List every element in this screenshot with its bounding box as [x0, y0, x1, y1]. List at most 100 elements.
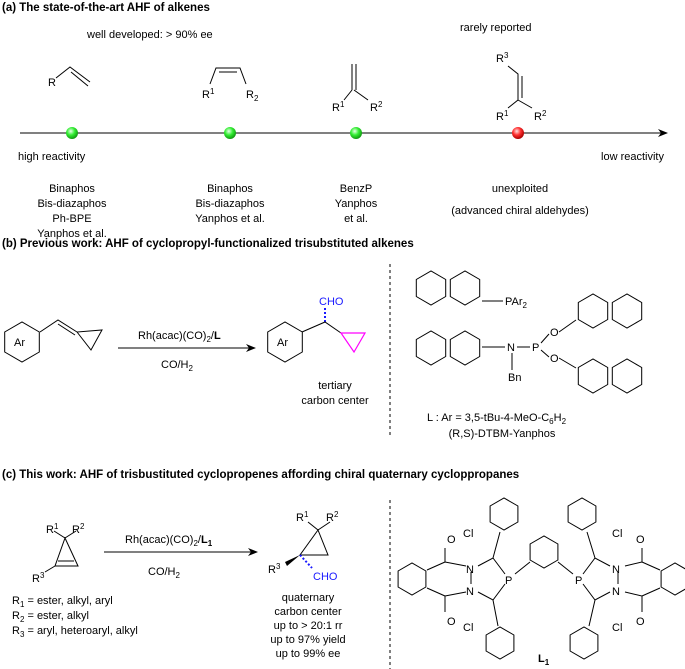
r2-label: R2 [534, 109, 547, 123]
panel-b-title: (b) Previous work: AHF of cyclopropyl-fu… [2, 238, 414, 250]
svg-text:P: P [505, 575, 512, 587]
panel-a-title: (a) The state-of-the-art AHF of alkenes [2, 2, 210, 14]
monosubstituted-alkene: R [48, 66, 91, 89]
substituent-definitions: R1 = ester, alkyl, aryl R2 = ester, alky… [12, 595, 138, 639]
ligand-list-3: BenzP Yanphos et al. [335, 183, 378, 225]
r1-label: R1 [202, 87, 215, 101]
svg-text:quaternary: quaternary [282, 592, 335, 604]
svg-text:O: O [447, 534, 456, 546]
naphthalene-ring [415, 330, 447, 366]
svg-text:N: N [466, 564, 474, 576]
ligand-definition: L : Ar = 3,5-tBu-4-MeO-C6H2 [427, 412, 567, 426]
cyclopropyl-highlight [339, 332, 367, 354]
naphthalene-ring [611, 293, 643, 329]
status-dot-green [66, 127, 78, 139]
svg-text:N: N [466, 586, 474, 598]
svg-text:R3: R3 [32, 571, 45, 585]
r3-label: R3 [496, 51, 509, 65]
product-note: carbon center [301, 395, 369, 407]
chlorophenyl-ring [485, 626, 515, 660]
ligand-name: (R,S)-DTBM-Yanphos [449, 428, 556, 440]
ligand-name: Yanphos et al. [37, 228, 107, 240]
cyclohexane-ring [660, 562, 685, 596]
arene-ring [4, 321, 40, 363]
substituent-def: R3 = aryl, heteroaryl, alkyl [12, 625, 138, 639]
ligand-name: Yanphos et al. [195, 213, 265, 225]
naphthalene-ring [449, 270, 481, 306]
chlorophenyl-ring [489, 497, 519, 531]
low-reactivity-label: low reactivity [601, 151, 664, 163]
substituent-def: R1 = ester, alkyl, aryl [12, 595, 113, 609]
product-notes: quaternary carbon center up to > 20:1 rr… [270, 592, 345, 660]
naphthalene-ring [611, 358, 643, 394]
r1-label: R1 [332, 100, 345, 114]
cyclopropane-product: R1 R2 R3 CHO [268, 510, 339, 583]
cyclohexane-ring [397, 562, 427, 596]
l1-ligand-structure: O O N N P Cl Cl O O N N P Cl Cl [397, 497, 685, 660]
svg-text:R3: R3 [268, 562, 281, 576]
cyclopropene-substrate: R1 R2 R3 [32, 522, 85, 585]
aryl-rings [4, 321, 303, 363]
r2-label: R2 [370, 100, 383, 114]
status-dot-red [512, 127, 524, 139]
l1-label: L1 [538, 653, 550, 667]
svg-text:up to 99% ee: up to 99% ee [276, 648, 341, 660]
status-dot-green [224, 127, 236, 139]
svg-text:carbon center: carbon center [274, 606, 342, 618]
status-dot-green [350, 127, 362, 139]
svg-text:Cl: Cl [463, 528, 473, 540]
cho-label: CHO [319, 296, 344, 308]
panel-c: (c) This work: AHF of trisbustituted cyc… [2, 469, 685, 669]
status-text: unexploited [492, 183, 548, 195]
svg-text:O: O [636, 534, 645, 546]
svg-text:N: N [612, 564, 620, 576]
naphthalene-ring [449, 330, 481, 366]
svg-text:R1: R1 [46, 522, 59, 536]
svg-text:Cl: Cl [612, 622, 622, 634]
bn-label: Bn [508, 372, 521, 384]
ar-label: Ar [14, 337, 25, 349]
p-atom: P [532, 342, 539, 354]
ligand-name: BenzP [340, 183, 372, 195]
svg-text:R2: R2 [326, 510, 339, 524]
ligand-name: Binaphos [49, 183, 95, 195]
ligand-list-2: Binaphos Bis-diazaphos Yanphos et al. [195, 183, 265, 225]
geminal-alkene: R1 R2 [332, 64, 383, 114]
panel-c-title: (c) This work: AHF of trisbustituted cyc… [2, 469, 519, 481]
reagent-label: Rh(acac)(CO)2/L1 [125, 534, 213, 548]
r1-label: R1 [496, 109, 509, 123]
svg-text:Cl: Cl [463, 622, 473, 634]
chlorophenyl-ring [569, 626, 599, 660]
chlorophenyl-ring [567, 497, 597, 531]
well-developed-label: well developed: > 90% ee [86, 29, 213, 41]
reagent-label: Rh(acac)(CO)2/L [138, 330, 221, 344]
svg-text:O: O [636, 616, 645, 628]
cho-label: CHO [313, 571, 338, 583]
ligand-name: Ph-BPE [52, 213, 91, 225]
r-label: R [48, 77, 56, 89]
panel-b: (b) Previous work: AHF of cyclopropyl-fu… [2, 238, 643, 440]
o-atom: O [550, 327, 559, 339]
high-reactivity-label: high reactivity [18, 151, 86, 163]
naphthalene-ring [577, 293, 609, 329]
ligand-name: et al. [344, 213, 368, 225]
svg-text:R2: R2 [72, 522, 85, 536]
svg-text:Cl: Cl [612, 528, 622, 540]
rarely-reported-label: rarely reported [460, 22, 532, 34]
product-note: tertiary [318, 380, 352, 392]
naphthalene-ring [415, 270, 447, 306]
svg-text:N: N [612, 586, 620, 598]
ligand-list-4: unexploited (advanced chiral aldehydes) [451, 183, 589, 217]
yanphos-ligand-structure: PAr2 N P O O Bn [415, 270, 643, 394]
conditions-label: CO/H2 [161, 359, 194, 373]
disubstituted-alkene: R1 R2 [202, 67, 259, 103]
o-atom: O [550, 353, 559, 365]
ar-label: Ar [277, 337, 288, 349]
substituent-def: R2 = ester, alkyl [12, 610, 89, 624]
svg-text:O: O [447, 616, 456, 628]
panel-a: (a) The state-of-the-art AHF of alkenes … [2, 2, 668, 240]
ligand-name: Yanphos [335, 198, 378, 210]
status-text: (advanced chiral aldehydes) [451, 205, 589, 217]
ligand-name: Binaphos [207, 183, 253, 195]
